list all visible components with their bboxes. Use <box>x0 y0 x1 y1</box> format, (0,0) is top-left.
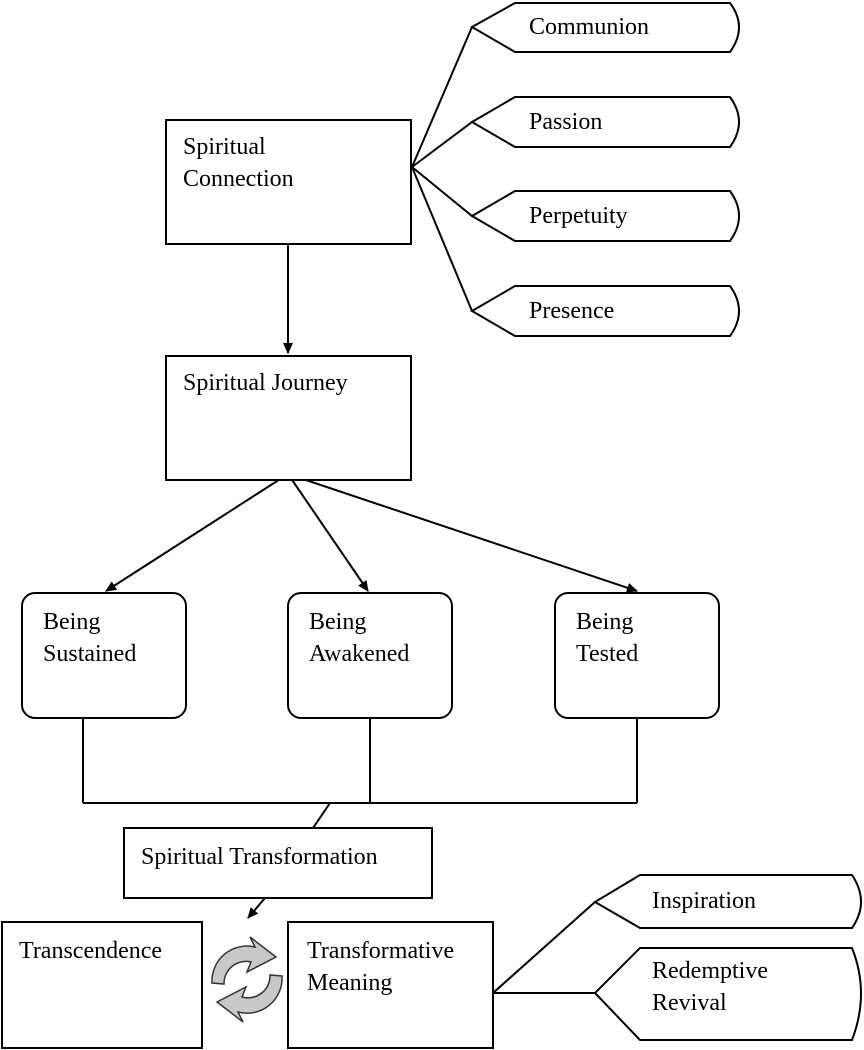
being-tested-label: Being Tested <box>576 609 639 667</box>
line-to-perpetuity <box>411 166 473 217</box>
spiritual-connection-label: Spiritual Connection <box>183 134 294 192</box>
being-awakened-box: Being Awakened <box>287 592 453 719</box>
bracket-to-transformation <box>312 802 331 829</box>
spiritual-transformation-box: Spiritual Transformation <box>123 827 433 899</box>
transcendence-box: Transcendence <box>1 921 203 1049</box>
line-to-presence <box>411 166 473 312</box>
tag-shape-redemptive-revival <box>593 947 862 1041</box>
line-to-communion <box>411 26 473 168</box>
tag-shape-inspiration <box>593 874 862 929</box>
tag-label-passion: Passion <box>529 109 603 135</box>
transformative-meaning-box: Transformative Meaning <box>287 921 494 1049</box>
tag-label-communion: Communion <box>529 14 650 40</box>
transformative-meaning-label: Transformative Meaning <box>307 938 455 996</box>
arrow-to-awakened <box>287 473 369 592</box>
tag-shape-perpetuity <box>470 190 740 242</box>
arrow-to-tested <box>287 473 638 593</box>
spiritual-transformation-label: Spiritual Transformation <box>141 844 378 870</box>
tag-label-inspiration: Inspiration <box>652 888 756 914</box>
line-to-passion <box>411 121 473 168</box>
transcendence-label: Transcendence <box>19 938 163 964</box>
being-awakened-label: Being Awakened <box>309 609 410 667</box>
line-to-inspiration <box>492 901 596 994</box>
tag-label-presence: Presence <box>529 298 615 324</box>
being-tested-box: Being Tested <box>554 592 720 719</box>
tag-label-perpetuity: Perpetuity <box>529 203 628 229</box>
tag-label-redemptive-revival: Redemptive Revival <box>652 958 768 1016</box>
tag-shape-passion <box>470 96 740 148</box>
being-sustained-label: Being Sustained <box>43 609 137 667</box>
cycle-arrows-icon <box>211 936 283 1023</box>
spiritual-journey-box: Spiritual Journey <box>165 355 412 481</box>
arrow-transformation-down <box>247 897 266 919</box>
arrow-to-sustained <box>105 473 289 592</box>
tag-shape-communion <box>469 1 740 53</box>
being-sustained-box: Being Sustained <box>21 592 187 719</box>
tag-shape-presence <box>470 285 740 337</box>
spiritual-connection-box: Spiritual Connection <box>165 119 412 245</box>
spiritual-journey-label: Spiritual Journey <box>183 370 348 396</box>
